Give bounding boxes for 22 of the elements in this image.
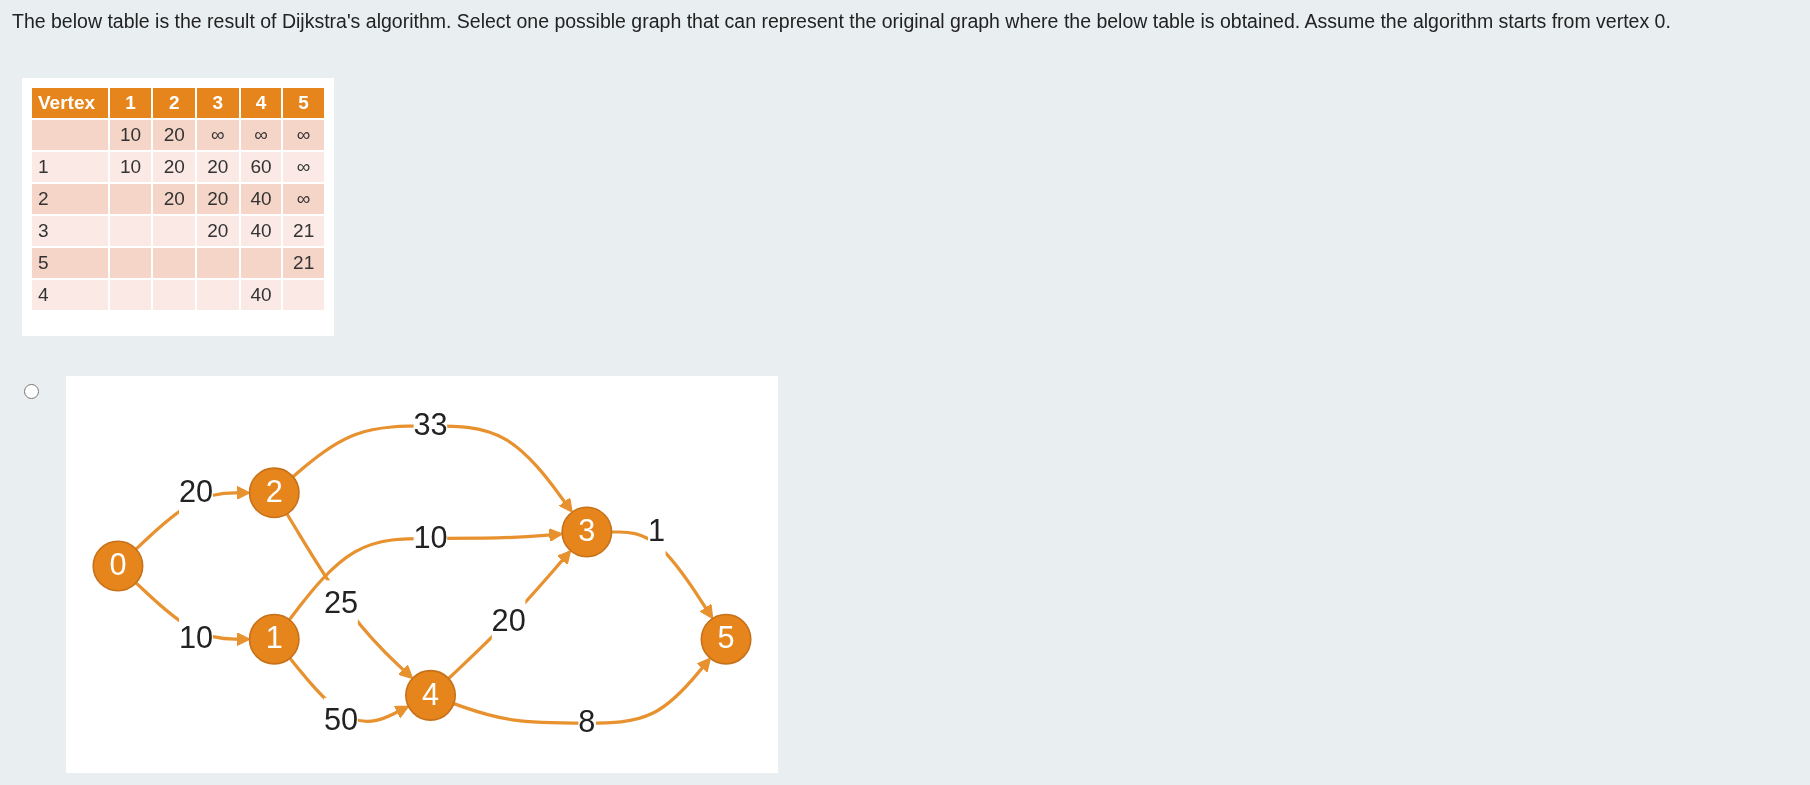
column-header: 1 [108, 87, 153, 119]
row-header: 4 [31, 279, 109, 311]
row-header: 1 [31, 151, 109, 183]
row-header: 2 [31, 183, 109, 215]
vertex-circle: 5 [700, 613, 752, 665]
question-text: The below table is the result of Dijkstra's algorithm. Select one possible graph that can represent the original graph where the below table is obtained. Assume the algorithm starts from vertex 0. [12, 9, 1672, 34]
vertex-circle: 0 [92, 540, 144, 592]
arrow [288, 527, 563, 621]
row-header: 5 [31, 247, 109, 279]
vertex-circle: 3 [561, 506, 613, 558]
vertex-circle: 4 [405, 669, 457, 721]
vertex-circle: 1 [248, 613, 300, 665]
column-header: 3 [196, 87, 240, 119]
column-header: 4 [239, 87, 283, 119]
column-header: Vertex [31, 87, 109, 119]
arrow [291, 424, 573, 513]
edge-label: 25 [323, 580, 359, 627]
vertex-circle: 2 [248, 467, 300, 519]
column-header: 5 [282, 87, 325, 119]
arrow [453, 657, 711, 725]
column-header: 2 [152, 87, 196, 119]
row-header: 3 [31, 215, 109, 247]
